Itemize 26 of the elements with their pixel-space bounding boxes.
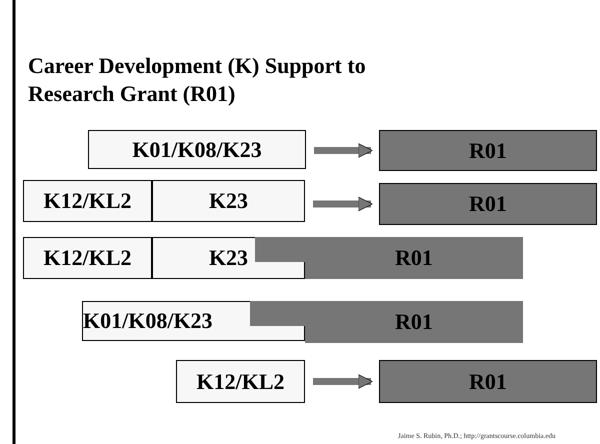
research-grant-box (255, 237, 523, 279)
award-label: K12/KL2 (43, 245, 132, 271)
award-label: K23 (208, 188, 248, 214)
research-grant-box (379, 360, 597, 403)
block-arrow (314, 143, 373, 158)
award-label: R01 (395, 309, 433, 335)
research-grant-box (379, 183, 597, 225)
career-award-box (152, 180, 305, 222)
award-label: R01 (469, 368, 507, 394)
slide-title: Career Development (K) Support to Research Grant (R01) (28, 52, 367, 108)
award-label: R01 (469, 138, 507, 164)
career-award-box (23, 180, 152, 222)
award-label: K12/KL2 (43, 188, 132, 214)
research-grant-box (379, 130, 597, 171)
block-arrow (313, 196, 373, 212)
block-arrow (313, 374, 373, 389)
award-label: R01 (395, 245, 433, 271)
award-label: K23 (208, 245, 248, 271)
award-label: K01/K08/K23 (83, 308, 213, 334)
career-award-box (23, 237, 152, 279)
award-label: K01/K08/K23 (132, 136, 262, 162)
award-label: R01 (469, 191, 507, 217)
career-award-box (88, 130, 306, 169)
award-label: K12/KL2 (196, 368, 284, 394)
career-award-box (176, 360, 305, 403)
research-grant-box (250, 301, 523, 343)
